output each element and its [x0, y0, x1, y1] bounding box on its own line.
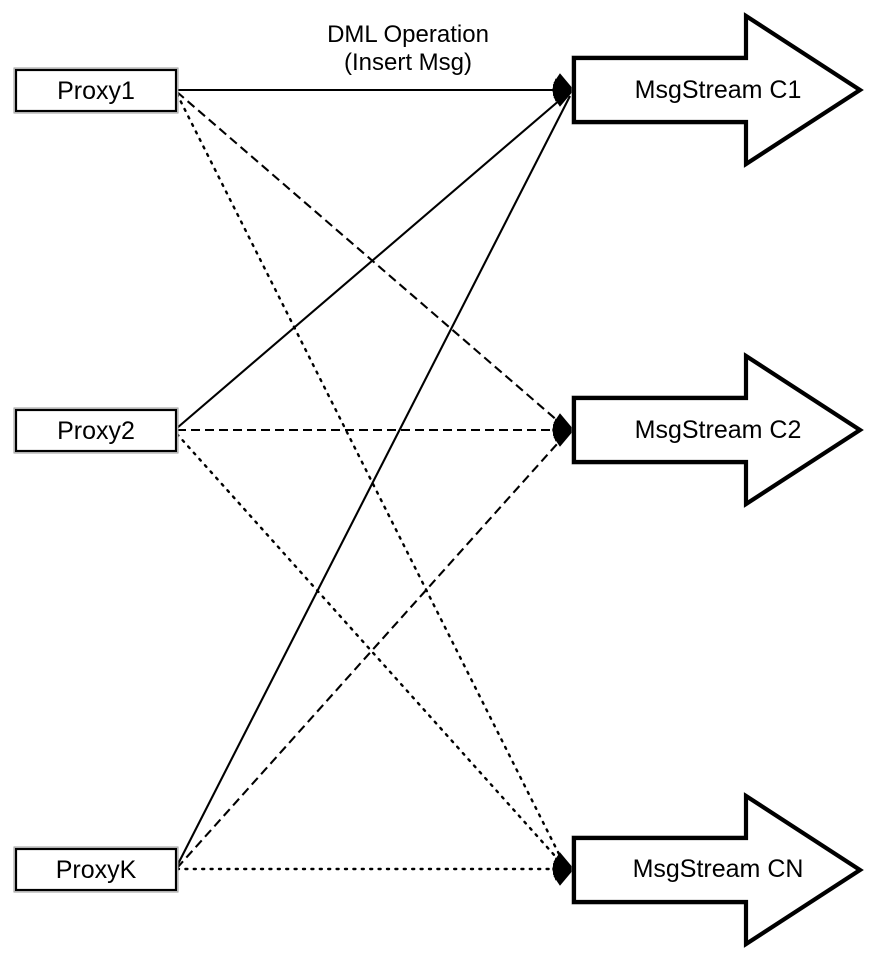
arrowheads-layer — [552, 73, 575, 886]
proxy-label: ProxyK — [56, 856, 137, 884]
stream-arrow-shape[interactable] — [571, 12, 864, 168]
dml-operation-label-line2: (Insert Msg) — [344, 49, 472, 76]
proxy-node-proxyk[interactable]: ProxyK — [13, 846, 179, 893]
arrowhead-head-c1 — [552, 73, 575, 107]
arrowhead-core — [556, 858, 575, 880]
arrowhead-head-c2 — [552, 413, 575, 447]
link-p2-c1 — [176, 92, 569, 429]
stream-node-stream_cn[interactable]: MsgStream CN — [571, 792, 864, 948]
proxy-box[interactable] — [14, 408, 178, 453]
stream-node-stream_c1[interactable]: MsgStream C1 — [571, 12, 864, 168]
proxy-node-proxy2[interactable]: Proxy2 — [13, 407, 179, 454]
proxy-node-proxy1[interactable]: Proxy1 — [13, 67, 179, 114]
stream-arrow-shape[interactable] — [571, 352, 864, 508]
arrowhead-barb — [553, 73, 574, 90]
link-p1-cn — [175, 92, 566, 866]
stream-label: MsgStream CN — [633, 855, 804, 883]
streams-layer: MsgStream C1 MsgStream C2 MsgStream CN — [571, 12, 864, 948]
stream-label: MsgStream C2 — [635, 416, 802, 444]
stream-arrow-shape[interactable] — [571, 792, 864, 948]
proxy-label: Proxy2 — [57, 417, 135, 445]
link-p2-cn — [175, 432, 566, 868]
proxy-label: Proxy1 — [57, 77, 135, 105]
arrowhead-barb — [553, 869, 574, 886]
links-layer — [175, 88, 571, 871]
proxy-box[interactable] — [14, 847, 178, 892]
dml-operation-label-line1: DML Operation — [327, 21, 489, 48]
arrowhead-barb — [553, 852, 574, 869]
arrowhead-barb — [553, 430, 574, 447]
stream-label: MsgStream C1 — [635, 76, 802, 104]
link-pk-c1 — [176, 95, 571, 867]
proxy-box[interactable] — [14, 68, 178, 113]
arrowhead-head-cn — [552, 852, 575, 886]
arrowhead-barb — [553, 90, 574, 107]
arrowhead-barb — [553, 413, 574, 430]
stream-node-stream_c2[interactable]: MsgStream C2 — [571, 352, 864, 508]
arrowhead-core — [556, 79, 575, 101]
dml-operation-label: DML Operation (Insert Msg) — [327, 21, 489, 76]
arrowhead-core — [556, 419, 575, 441]
